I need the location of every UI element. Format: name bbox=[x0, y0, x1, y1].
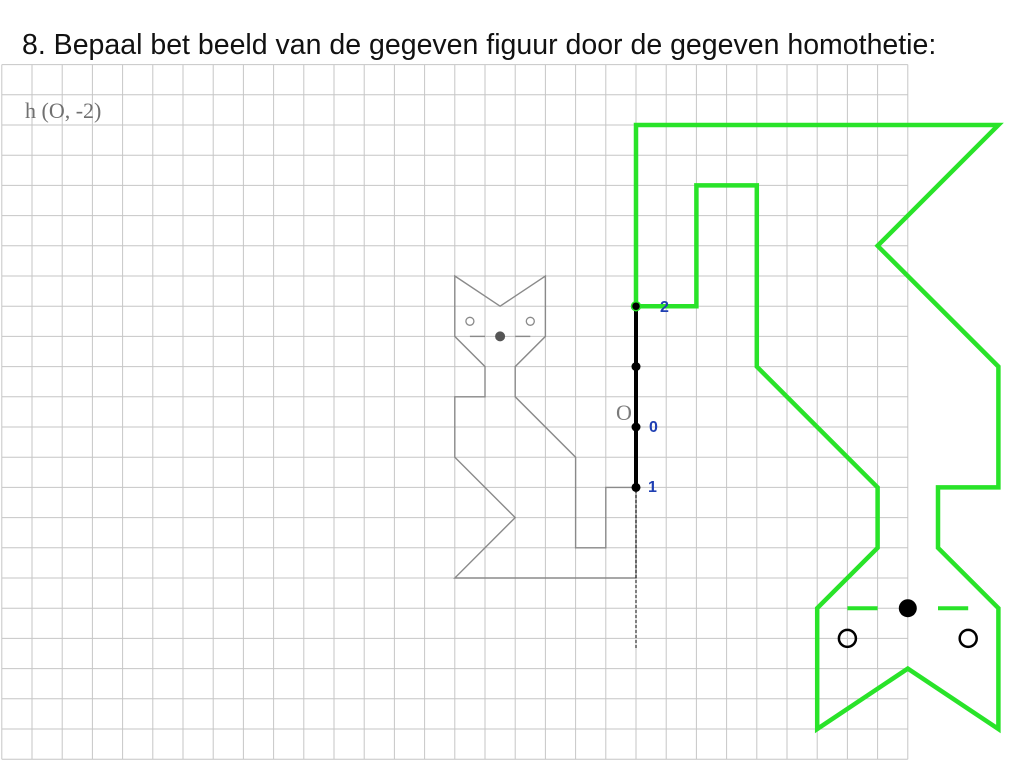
original-figure bbox=[453, 274, 637, 579]
original-cat-outline bbox=[453, 274, 637, 579]
segment-point-center bbox=[631, 422, 641, 432]
segment-point-mid bbox=[631, 362, 641, 372]
image-cat-outline bbox=[633, 122, 1004, 734]
segment-label-image: 2 bbox=[660, 299, 669, 316]
image-figure bbox=[633, 122, 1004, 734]
segment-label-original: 1 bbox=[648, 479, 657, 496]
image-cat-nose bbox=[898, 599, 917, 618]
segment-point-image bbox=[630, 300, 642, 312]
original-cat-eye-right bbox=[525, 316, 535, 326]
original-cat-eye-left bbox=[465, 316, 475, 326]
image-cat-eye-b bbox=[837, 628, 858, 649]
segment-point-original bbox=[631, 482, 641, 492]
homothety-label: h (O, -2) bbox=[25, 98, 101, 123]
image-cat-eye-a bbox=[958, 628, 978, 649]
segment-label-center: 0 bbox=[649, 419, 658, 436]
exercise-title: 8. Bepaal bet beeld van de gegeven figuu… bbox=[22, 29, 937, 61]
center-o-label: O bbox=[616, 400, 632, 425]
original-cat-nose bbox=[495, 331, 506, 342]
